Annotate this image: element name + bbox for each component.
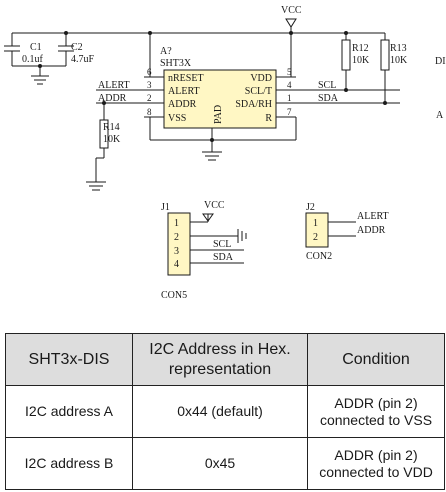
- i2c-address-table: SHT3x-DIS I2C Address in Hex. representa…: [5, 333, 445, 490]
- j2-ref: J2: [306, 202, 315, 213]
- j2-pin-2: 2: [313, 232, 318, 243]
- j1-pin-2: 2: [174, 232, 179, 243]
- ic-pin-num-1: 1: [287, 93, 292, 103]
- j2-pin-1: 1: [313, 218, 318, 229]
- ic-part: SHT3X: [160, 58, 192, 69]
- table-cell: 0x44 (default): [132, 385, 308, 438]
- net-label-sda: SDA: [318, 93, 339, 104]
- j1-pin-4: 4: [174, 259, 179, 270]
- i2c-address-table-wrap: SHT3x-DIS I2C Address in Hex. representa…: [5, 333, 445, 490]
- ground-icon: [202, 151, 222, 161]
- edge-label-a: A: [436, 110, 444, 121]
- ground-icon: [31, 66, 49, 85]
- table-cell: ADDR (pin 2) connected to VDD: [307, 437, 445, 490]
- c2-value: 4.7uF: [71, 54, 95, 65]
- j1-net-scl: SCL: [213, 239, 231, 250]
- j2-label: CON2: [306, 251, 332, 262]
- ground-icon: [86, 181, 106, 191]
- j1-pin-3: 3: [174, 246, 179, 257]
- j1-vcc-label: VCC: [204, 200, 225, 211]
- ic-pad-label: PAD: [213, 105, 224, 124]
- table-row: I2C address A 0x44 (default) ADDR (pin 2…: [5, 385, 445, 438]
- r14-ref: R14: [103, 122, 120, 133]
- j1-net-sda: SDA: [213, 252, 234, 263]
- ic-pin-name-nreset: nRESET: [168, 73, 204, 84]
- j1-pin-1: 1: [174, 218, 179, 229]
- table-cell: I2C address A: [5, 385, 133, 438]
- sht3x-schematic: VCC C1 0.1uf C2 4.7uF A? SHT3X nRESET AL: [4, 5, 446, 301]
- connector-j1-body: [167, 212, 191, 276]
- ic-pin-num-3: 3: [147, 80, 152, 90]
- connector-j2-body: [305, 212, 329, 248]
- r13-value: 10K: [390, 55, 408, 66]
- vcc-rail: [12, 18, 385, 35]
- j1-ref: J1: [161, 202, 170, 213]
- header-sht3x-dis: SHT3x-DIS: [5, 333, 133, 386]
- j2-net-addr: ADDR: [357, 225, 386, 236]
- c2-ref: C2: [71, 42, 83, 53]
- net-label-alert: ALERT: [98, 80, 130, 91]
- table-cell: I2C address B: [5, 437, 133, 490]
- vcc-top-label: VCC: [281, 5, 302, 16]
- net-label-addr: ADDR: [98, 93, 127, 104]
- r14-value: 10K: [103, 134, 121, 145]
- table-row: I2C address B 0x45 ADDR (pin 2) connecte…: [5, 437, 445, 490]
- vss-ground-wires: [144, 116, 297, 152]
- j2-net-alert: ALERT: [357, 211, 389, 222]
- ic-pin-num-7: 7: [287, 107, 292, 117]
- table-cell: 0x45: [132, 437, 308, 490]
- j1-label: CON5: [161, 290, 187, 301]
- net-label-scl: SCL: [318, 80, 336, 91]
- ic-power-wires: [144, 33, 292, 78]
- ic-pin-name-scl: SCL/T: [245, 86, 272, 97]
- ic-pin-num-5: 5: [287, 67, 292, 77]
- sht3x-ic-body: [163, 69, 277, 129]
- capacitor-c2-symbol: [58, 33, 74, 66]
- ic-pin-name-r: R: [265, 113, 272, 124]
- capacitor-c1-symbol: [4, 33, 20, 66]
- edge-label-d: DI: [435, 56, 446, 67]
- j1-wires: [190, 213, 244, 264]
- header-i2c-address: I2C Address in Hex. representation: [132, 333, 308, 386]
- left-net-wires: [95, 89, 144, 182]
- ic-pin-num-4: 4: [287, 80, 292, 90]
- ic-pin-name-sda: SDA/RH: [235, 99, 272, 110]
- table-header-row: SHT3x-DIS I2C Address in Hex. representa…: [5, 333, 445, 386]
- table-cell: ADDR (pin 2) connected to VSS: [307, 385, 445, 438]
- ic-pin-stubs: [144, 76, 296, 118]
- ground-icon: [237, 229, 247, 243]
- ic-pin-num-2: 2: [147, 93, 152, 103]
- c1-value: 0.1uf: [22, 54, 44, 65]
- ic-ref: A?: [160, 46, 172, 57]
- header-condition: Condition: [307, 333, 445, 386]
- ic-pin-num-8: 8: [147, 107, 152, 117]
- ic-pin-name-alert: ALERT: [168, 86, 200, 97]
- r12-ref: R12: [352, 43, 369, 54]
- j2-wires: [328, 221, 356, 237]
- r12-value: 10K: [352, 55, 370, 66]
- ic-pin-name-vss: VSS: [168, 113, 186, 124]
- ic-pin-name-vdd: VDD: [250, 73, 272, 84]
- c1-ref: C1: [30, 42, 42, 53]
- right-net-wires: [296, 33, 400, 105]
- r13-ref: R13: [390, 43, 407, 54]
- ic-pin-name-addr: ADDR: [168, 99, 197, 110]
